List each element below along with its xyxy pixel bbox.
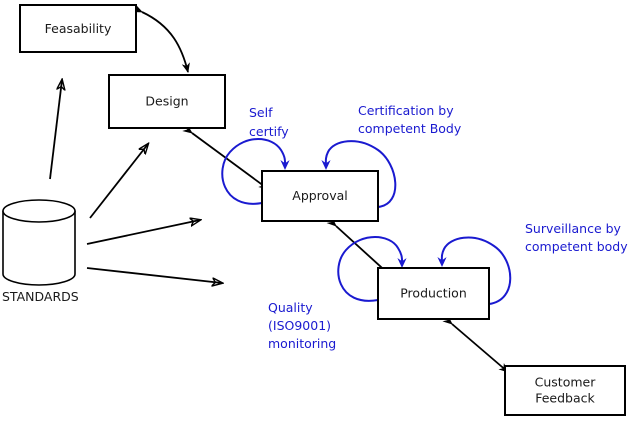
annotation-self-certify-line1: Self [249, 105, 273, 120]
edge-standards-production [86, 267, 222, 283]
node-customer-feedback-label-line1: Customer [535, 375, 597, 390]
node-approval[interactable]: Approval [261, 170, 379, 222]
annotation-certification-by-competent-body: Certification by competent Body [358, 103, 462, 136]
node-design[interactable]: Design [108, 74, 226, 129]
edge-production-customer-feedback [442, 314, 509, 373]
annotation-certification-line1: Certification by [358, 103, 454, 118]
node-customer-feedback-label-line2: Feedback [535, 391, 595, 406]
annotation-surveillance-line1: Surveillance by [525, 221, 622, 236]
annotation-self-certify: Self certify [249, 105, 289, 139]
annotation-quality-line2: (ISO9001) [268, 318, 331, 333]
node-standards-label: STANDARDS [2, 289, 79, 304]
edge-standards-approval [86, 220, 200, 245]
annotation-surveillance-line2: competent body [525, 239, 628, 254]
loop-approval-certification [321, 140, 397, 208]
edge-design-approval [182, 124, 269, 190]
annotation-quality-iso9001-monitoring: Quality (ISO9001) monitoring [268, 300, 336, 351]
loop-approval-self-certify [221, 138, 290, 205]
annotation-quality-line1: Quality [268, 300, 313, 315]
annotation-self-certify-line2: certify [249, 124, 289, 139]
node-feasability-label: Feasability [45, 21, 112, 36]
edge-feasability-design [132, 4, 190, 73]
loop-production-surveillance [437, 236, 512, 305]
node-production[interactable]: Production [377, 267, 490, 320]
edge-standards-feasability [49, 80, 62, 180]
node-approval-label: Approval [292, 188, 347, 203]
edge-standards-design [89, 144, 148, 219]
loop-production-quality [337, 236, 407, 302]
node-production-label: Production [400, 286, 467, 301]
annotation-surveillance-by-competent-body: Surveillance by competent body [525, 221, 628, 254]
node-standards[interactable]: STANDARDS [2, 199, 79, 304]
annotation-certification-line2: competent Body [358, 121, 462, 136]
node-design-label: Design [145, 94, 188, 109]
annotation-quality-line3: monitoring [268, 336, 336, 351]
node-customer-feedback[interactable]: Customer Feedback [504, 365, 626, 416]
node-feasability[interactable]: Feasability [19, 4, 137, 53]
